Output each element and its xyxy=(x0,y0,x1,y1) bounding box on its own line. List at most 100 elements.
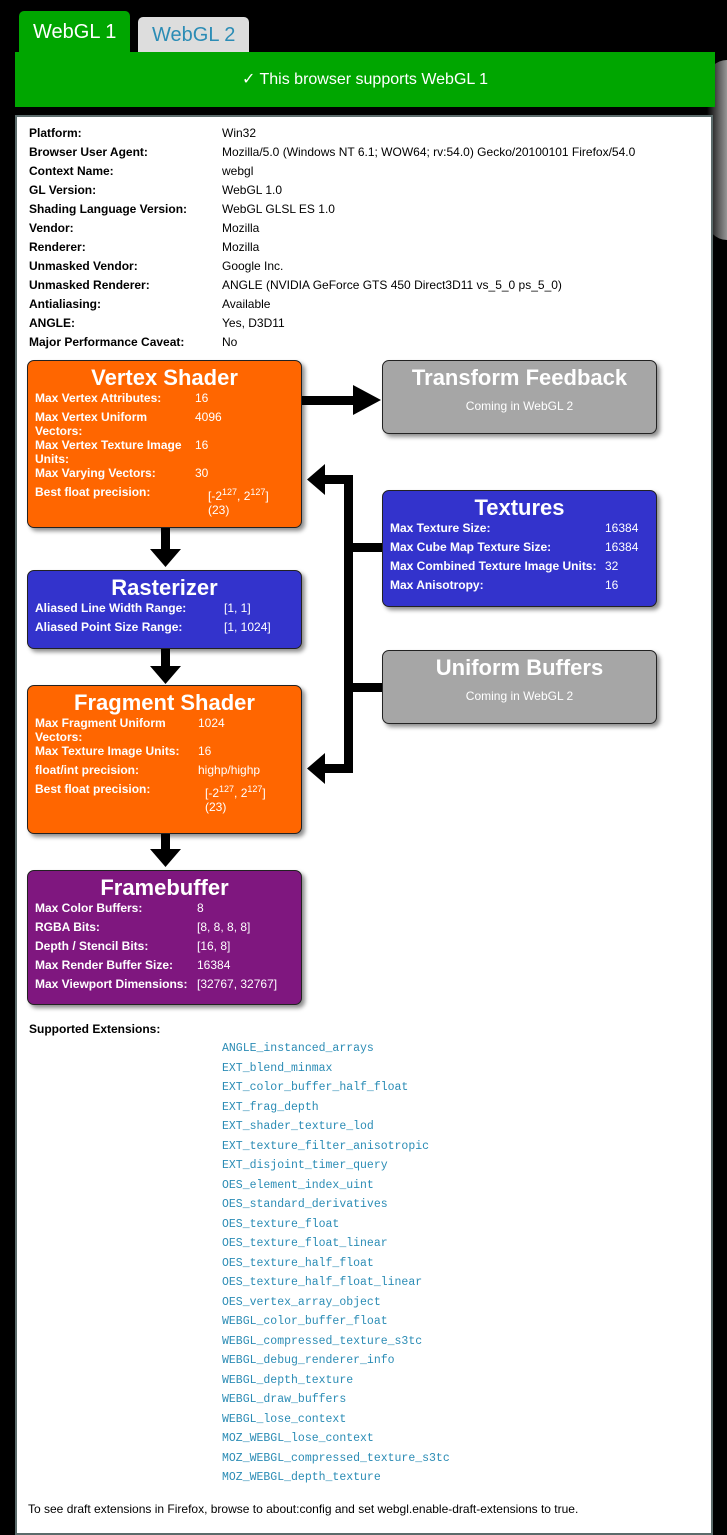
arrowhead xyxy=(307,464,325,495)
label: float/int precision: xyxy=(35,763,140,777)
info-label: Major Performance Caveat: xyxy=(29,335,185,349)
info-row: Browser User Agent:Mozilla/5.0 (Windows … xyxy=(29,145,635,164)
extension-link[interactable]: MOZ_WEBGL_depth_texture xyxy=(222,1471,381,1484)
info-row: GL Version:WebGL 1.0 xyxy=(29,183,635,202)
stat-row: Max Vertex Attributes: 16 xyxy=(35,391,294,410)
extension-link[interactable]: WEBGL_compressed_texture_s3tc xyxy=(222,1334,423,1348)
extension-link[interactable]: WEBGL_color_buffer_float xyxy=(222,1315,388,1328)
extension-link[interactable]: WEBGL_draw_buffers xyxy=(222,1393,347,1406)
info-value: No xyxy=(222,335,238,349)
fragment-shader-box: Fragment Shader Max Fragment Uniform Vec… xyxy=(27,685,302,834)
extension-link[interactable]: OES_texture_half_float xyxy=(222,1256,374,1270)
label: Max Fragment Uniform Vectors: xyxy=(35,716,166,744)
extension-link[interactable]: WEBGL_depth_texture xyxy=(222,1373,354,1387)
support-banner: ✓ This browser supports WebGL 1 xyxy=(15,52,715,107)
textures-title: Textures xyxy=(474,495,565,520)
label: Max Vertex Uniform Vectors: xyxy=(35,410,148,438)
value: [1, 1] xyxy=(224,601,251,615)
extensions-heading: Supported Extensions: xyxy=(29,1022,161,1036)
stat-row: Aliased Line Width Range: [1, 1] xyxy=(35,601,294,620)
extension-link[interactable]: OES_vertex_array_object xyxy=(222,1295,381,1309)
arrowhead xyxy=(307,753,325,784)
info-row: Vendor:Mozilla xyxy=(29,221,635,240)
stat-row: Max Fragment Uniform Vectors:1024 xyxy=(35,716,294,744)
info-label: Vendor: xyxy=(29,221,74,235)
arrow-fragment-to-framebuffer xyxy=(161,833,170,851)
value: 16 xyxy=(195,391,209,405)
info-value: Yes, D3D11 xyxy=(222,316,285,330)
extension-link[interactable]: EXT_frag_depth xyxy=(222,1100,319,1114)
arrow-vertex-to-raster xyxy=(161,527,170,551)
stat-row: Aliased Point Size Range:[1, 1024] xyxy=(35,620,294,639)
arrowhead xyxy=(150,549,181,567)
label: Max Texture Size: xyxy=(390,521,491,535)
value: [32767, 32767] xyxy=(197,977,278,991)
stat-row: Max Cube Map Texture Size:16384 xyxy=(390,540,649,559)
label: Aliased Line Width Range: xyxy=(35,601,187,615)
stat-row: Max Render Buffer Size:16384 xyxy=(35,958,294,977)
stat-row: Max Combined Texture Image Units: 32 xyxy=(390,559,649,578)
label: Best float precision: xyxy=(35,485,151,499)
info-label: ANGLE: xyxy=(29,316,75,330)
value: [-2127, 2127](23) xyxy=(205,784,266,814)
draft-extensions-note: To see draft extensions in Firefox, brow… xyxy=(28,1502,579,1516)
value: 30 xyxy=(195,466,209,480)
value: highp/highp xyxy=(198,763,261,777)
value: 32 xyxy=(605,559,619,573)
extension-link[interactable]: OES_texture_float xyxy=(222,1217,340,1231)
value: 16 xyxy=(605,578,619,592)
info-row: Context Name:webgl xyxy=(29,164,635,183)
extension-link[interactable]: EXT_texture_filter_anisotropic xyxy=(222,1139,430,1153)
label: Aliased Point Size Range: xyxy=(35,620,183,634)
value: [16, 8] xyxy=(197,939,231,953)
info-value: Google Inc. xyxy=(222,259,284,273)
uniform-buffers-title: Uniform Buffers xyxy=(435,655,604,680)
tab-webgl2[interactable]: WebGL 2 xyxy=(138,17,250,53)
value: 16 xyxy=(195,438,209,452)
info-value: Available xyxy=(222,297,271,311)
info-row: Platform:Win32 xyxy=(29,126,635,145)
value: [8, 8, 8, 8] xyxy=(197,920,251,934)
extension-link[interactable]: OES_standard_derivatives xyxy=(222,1198,388,1211)
extension-link[interactable]: EXT_color_buffer_half_float xyxy=(222,1081,409,1094)
label: Max Combined Texture Image Units: xyxy=(390,559,597,573)
extension-link[interactable]: OES_element_index_uint xyxy=(222,1178,374,1192)
arrow-vertex-to-transform xyxy=(301,396,355,405)
extension-link[interactable]: WEBGL_debug_renderer_info xyxy=(222,1354,395,1367)
label: Max Vertex Attributes: xyxy=(35,391,162,405)
uniform-buffers-box: Uniform Buffers Coming in WebGL 2 xyxy=(382,650,657,724)
rasterizer-title: Rasterizer xyxy=(111,575,218,600)
value: 16384 xyxy=(605,540,639,554)
extension-link[interactable]: MOZ_WEBGL_compressed_texture_s3tc xyxy=(222,1451,450,1465)
tab-webgl1[interactable]: WebGL 1 xyxy=(19,11,131,53)
value: 16 xyxy=(198,744,212,758)
info-value: Win32 xyxy=(222,126,257,140)
info-label: Unmasked Vendor: xyxy=(29,259,138,273)
value: 8 xyxy=(197,901,204,915)
info-row: Renderer:Mozilla xyxy=(29,240,635,259)
extension-link[interactable]: ANGLE_instanced_arrays xyxy=(222,1042,374,1055)
extension-link[interactable]: OES_texture_float_linear xyxy=(222,1237,388,1250)
arrow-bus-vertical xyxy=(344,475,353,773)
stat-row: float/int precision: highp/highp xyxy=(35,763,294,782)
extension-link[interactable]: WEBGL_lose_context xyxy=(222,1412,347,1426)
label: Max Varying Vectors: xyxy=(35,466,156,480)
stat-row: Max Color Buffers:8 xyxy=(35,901,294,920)
extension-link[interactable]: EXT_disjoint_timer_query xyxy=(222,1159,388,1172)
arrowhead xyxy=(150,849,181,867)
stat-row: Depth / Stencil Bits:[16, 8] xyxy=(35,939,294,958)
extension-link[interactable]: EXT_blend_minmax xyxy=(222,1061,333,1075)
extension-link[interactable]: EXT_shader_texture_lod xyxy=(222,1120,374,1133)
extension-link[interactable]: OES_texture_half_float_linear xyxy=(222,1276,423,1289)
stat-row: RGBA Bits:[8, 8, 8, 8] xyxy=(35,920,294,939)
stat-row: Max Viewport Dimensions:[32767, 32767] xyxy=(35,977,294,996)
info-row: Major Performance Caveat: No xyxy=(29,335,635,354)
extension-link[interactable]: MOZ_WEBGL_lose_context xyxy=(222,1432,374,1445)
transform-feedback-box: Transform Feedback Coming in WebGL 2 xyxy=(382,360,657,434)
info-label: Shading Language Version: xyxy=(29,202,188,216)
info-value: webgl xyxy=(222,164,254,178)
